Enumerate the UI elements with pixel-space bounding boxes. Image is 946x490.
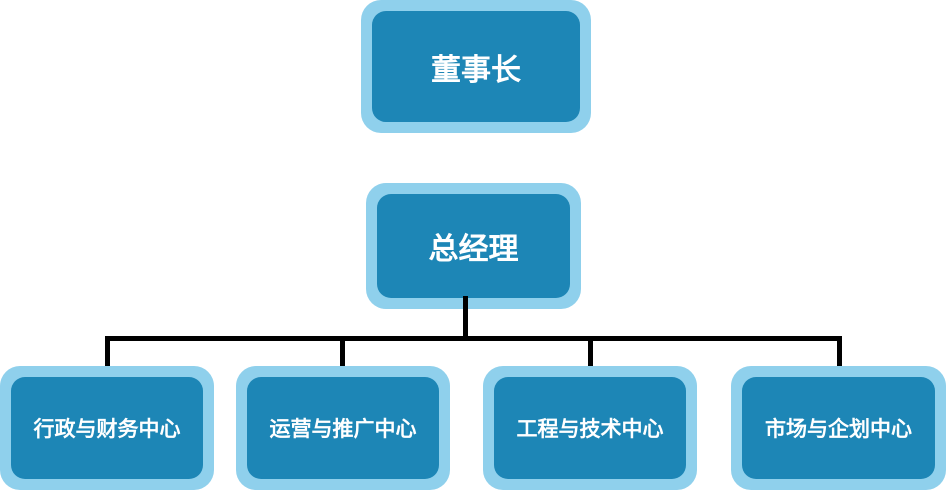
department-node-admin-finance: 行政与财务中心 xyxy=(0,366,214,490)
department-node-engineering-technology: 工程与技术中心 xyxy=(483,366,697,490)
connector-manager-down xyxy=(463,296,468,339)
department-label: 工程与技术中心 xyxy=(494,377,686,479)
connector-horizontal xyxy=(105,336,842,341)
department-label: 运营与推广中心 xyxy=(247,377,439,479)
connector-dept-1 xyxy=(105,336,110,370)
connector-dept-4 xyxy=(837,336,842,370)
department-label: 市场与企划中心 xyxy=(742,377,935,479)
department-label: 行政与财务中心 xyxy=(11,377,203,479)
general-manager-node: 总经理 xyxy=(366,183,581,309)
connector-dept-3 xyxy=(588,336,593,370)
chairman-label: 董事长 xyxy=(372,11,580,122)
department-node-operations-promotion: 运营与推广中心 xyxy=(236,366,450,490)
general-manager-label: 总经理 xyxy=(377,194,570,298)
connector-dept-2 xyxy=(340,336,345,370)
chairman-node: 董事长 xyxy=(361,0,591,133)
department-node-marketing-planning: 市场与企划中心 xyxy=(731,366,946,490)
